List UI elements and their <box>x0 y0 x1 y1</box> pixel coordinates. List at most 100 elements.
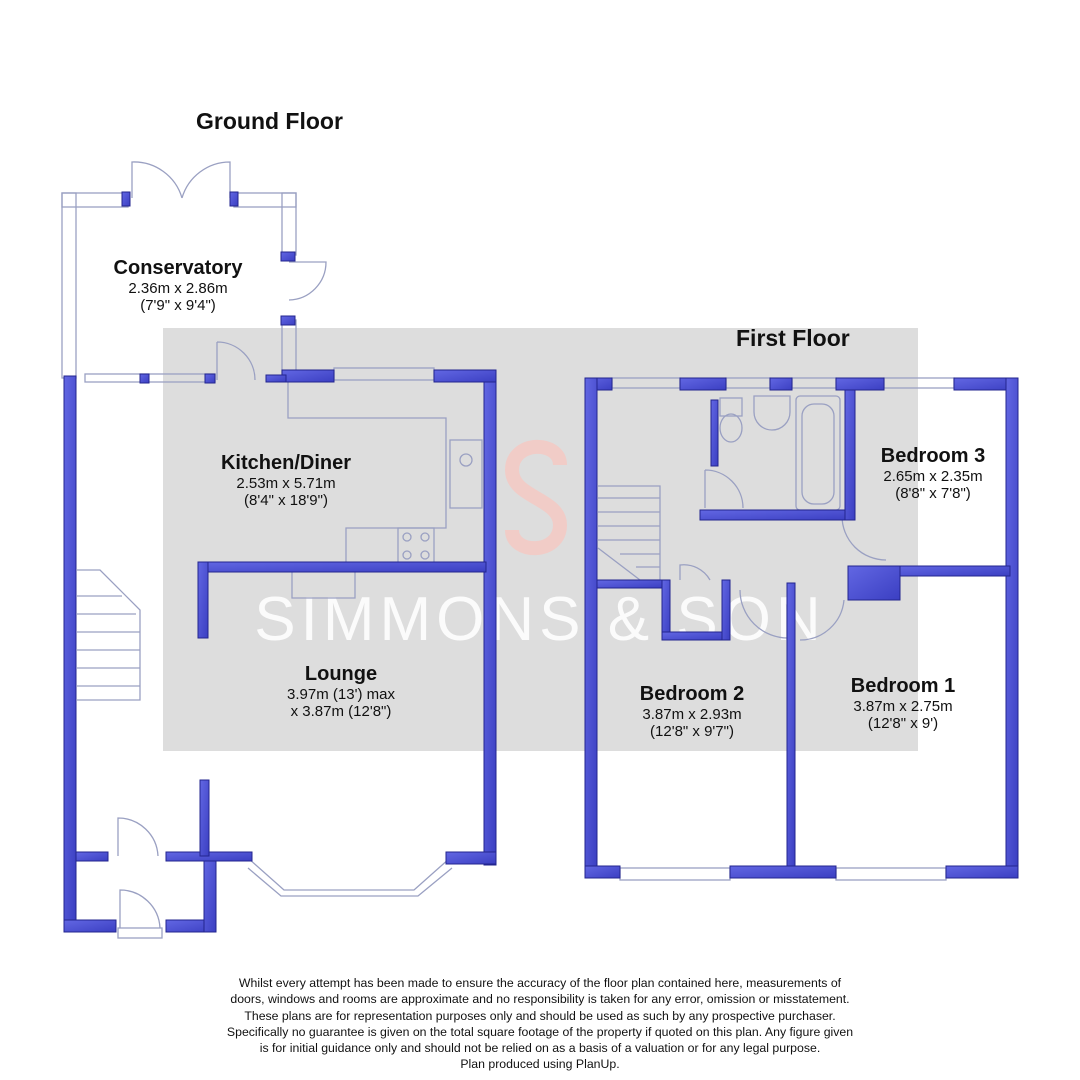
bedroom1-window <box>835 867 947 881</box>
first-wall-left <box>584 377 598 879</box>
room-dimension-imperial: (8'4" x 18'9") <box>244 492 328 509</box>
upper-stair-treads <box>598 497 660 568</box>
front-door <box>119 889 161 929</box>
room-dimension-imperial: (12'8" x 9') <box>867 715 939 732</box>
bath-inner <box>801 403 835 505</box>
kitchen-lounge-wall <box>197 561 487 573</box>
ground-stairs <box>77 569 141 701</box>
disclaimer-line: These plans are for representation purpo… <box>244 1008 836 1023</box>
room-label-bedroom-2: Bedroom 2 3.87m x 2.93m (12'8" x 9'7") <box>592 682 792 740</box>
room-name: Lounge <box>304 663 378 685</box>
disclaimer-line: Plan produced using PlanUp. <box>460 1057 620 1072</box>
post <box>204 373 216 384</box>
conservatory-window-left <box>61 192 77 379</box>
kitchen-wall-top-right <box>433 369 497 383</box>
hob-ring <box>420 532 430 542</box>
disclaimer: Whilst every attempt has been made to en… <box>150 975 930 1073</box>
bay-window-outer <box>247 857 451 891</box>
room-dimension-metric: 3.87m x 2.93m <box>642 706 742 723</box>
room-name: Bedroom 3 <box>880 445 986 467</box>
room-dimension-metric: 2.53m x 5.71m <box>236 475 336 492</box>
bedroom2-wall-top-a <box>596 579 663 589</box>
bathroom-door <box>704 469 744 509</box>
front-door-step <box>117 927 163 939</box>
conservatory-window-right <box>281 192 297 256</box>
bay-wall-right <box>445 851 497 865</box>
first-floor-title: First Floor <box>736 325 850 351</box>
hob-ring <box>402 550 412 560</box>
basin <box>753 395 791 431</box>
first-wall-bottom-a <box>584 865 621 879</box>
porch-wall-top-left <box>75 851 109 862</box>
bay-window-inner <box>247 867 453 897</box>
toilet-bowl <box>719 413 743 443</box>
first-wall-bottom-c <box>945 865 1019 879</box>
room-name: Bedroom 1 <box>850 675 956 697</box>
room-dimension-imperial: (12'8" x 9'7") <box>650 723 734 740</box>
bedroom2-window <box>619 867 731 881</box>
hall-door <box>117 817 159 857</box>
room-label-kitchen-diner: Kitchen/Diner 2.53m x 5.71m (8'4" x 18'9… <box>186 451 386 509</box>
room-dimension-metric: 3.97m (13') max <box>287 686 395 703</box>
porch-wall-bottom-left <box>63 919 117 933</box>
room-dimension-metric: 2.36m x 2.86m <box>128 280 228 297</box>
kitchen-worktop <box>287 382 447 566</box>
bedroom3-door <box>841 515 887 561</box>
room-label-lounge: Lounge 3.97m (13') max x 3.87m (12'8") <box>241 662 441 720</box>
ground-wall-left <box>63 375 77 933</box>
room-name: Kitchen/Diner <box>220 452 352 474</box>
first-wall-top-d <box>835 377 885 391</box>
hob-ring <box>420 550 430 560</box>
room-dimension-imperial: (7'9" x 9'4") <box>140 297 216 314</box>
room-name: Conservatory <box>113 257 243 279</box>
room-dimension-metric: 3.87m x 2.75m <box>853 698 953 715</box>
french-door-left <box>131 161 183 199</box>
first-wall-top-c <box>769 377 793 391</box>
wc-wall <box>710 399 719 467</box>
bathroom-wall-bottom <box>699 509 853 521</box>
first-wall-top-b <box>679 377 727 391</box>
bedroom-dividing-wall <box>786 582 796 867</box>
hob-ring <box>402 532 412 542</box>
sink-bowl <box>459 453 473 467</box>
french-door-right <box>181 161 231 199</box>
room-dimension-metric: 2.65m x 2.35m <box>883 468 983 485</box>
kitchen-door <box>216 341 256 381</box>
side-door <box>288 261 327 301</box>
room-label-bedroom-1: Bedroom 1 3.87m x 2.75m (12'8" x 9') <box>803 674 1003 732</box>
kitchen-wall-stub <box>265 374 287 383</box>
post <box>280 315 296 326</box>
bedroom2-wall-step-c <box>721 579 731 641</box>
conservatory-window-top-right <box>233 192 297 208</box>
kitchen-wall-top-left <box>281 369 335 383</box>
disclaimer-line: Specifically no guarantee is given on th… <box>226 1024 854 1039</box>
watermark: SIMMONS & SON <box>163 328 918 751</box>
post <box>121 191 131 207</box>
conservatory-window-top-left <box>61 192 129 208</box>
disclaimer-line: Whilst every attempt has been made to en… <box>238 976 842 990</box>
walls <box>63 191 1019 933</box>
ground-wall-right <box>483 369 497 866</box>
room-dimension-imperial: x 3.87m (12'8") <box>290 703 392 720</box>
bedroom2-wall-step-a <box>661 579 671 639</box>
toilet-cistern <box>719 397 743 417</box>
watermark-logo-icon <box>504 439 568 556</box>
bedroom1-door <box>799 599 845 641</box>
room-label-conservatory: Conservatory 2.36m x 2.86m (7'9" x 9'4") <box>78 256 278 314</box>
post <box>229 191 239 207</box>
disclaimer-line: doors, windows and rooms are approximate… <box>230 992 850 1007</box>
airing-cupboard <box>847 565 901 601</box>
kitchen-fixture <box>291 572 356 599</box>
stair-treads <box>77 595 140 687</box>
cupboard-door <box>679 564 711 581</box>
post <box>280 251 296 262</box>
porch-wall-right <box>203 855 217 933</box>
post <box>139 373 150 384</box>
room-label-bedroom-3: Bedroom 3 2.65m x 2.35m (8'8" x 7'8") <box>833 444 1033 502</box>
bedroom3-wall-left <box>844 389 856 521</box>
bedroom3-wall-bottom <box>899 565 1011 577</box>
ground-floor-title: Ground Floor <box>196 108 343 134</box>
lounge-wall-stub <box>197 561 209 639</box>
room-dimension-imperial: (8'8" x 7'8") <box>895 485 971 502</box>
